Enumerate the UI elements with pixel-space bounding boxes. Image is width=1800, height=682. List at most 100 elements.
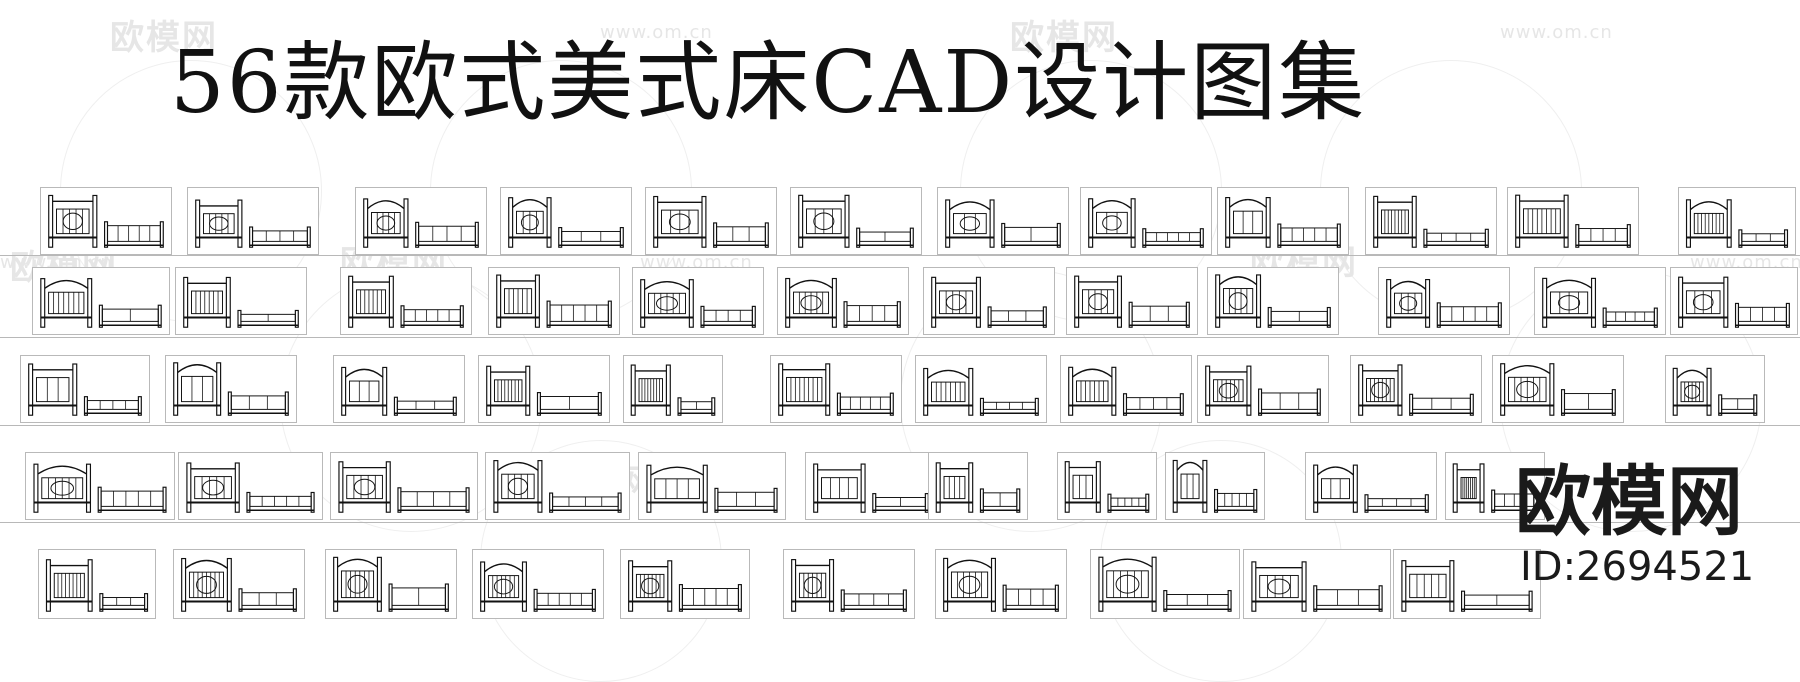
bed-cad-drawing: [1251, 561, 1383, 612]
bed-drawing-thumbnail[interactable]: [178, 452, 323, 520]
bed-cad-drawing: [45, 559, 149, 612]
bed-cad-drawing: [341, 366, 457, 416]
bed-cad-drawing: [943, 557, 1059, 612]
bed-cad-drawing: [945, 199, 1061, 248]
bed-drawing-thumbnail[interactable]: [1492, 355, 1624, 423]
bed-cad-drawing: [338, 461, 470, 513]
bed-drawing-thumbnail[interactable]: [1207, 267, 1339, 335]
bed-drawing-thumbnail[interactable]: [472, 549, 604, 619]
bed-cad-drawing: [480, 561, 596, 612]
bed-cad-drawing: [186, 462, 315, 513]
bed-cad-drawing: [1678, 276, 1790, 328]
bed-drawing-thumbnail[interactable]: [1445, 452, 1545, 520]
bed-drawing-thumbnail[interactable]: [1197, 355, 1329, 423]
bed-cad-drawing: [1685, 199, 1789, 248]
bed-drawing-thumbnail[interactable]: [632, 267, 764, 335]
watermark-url: www.om.cn: [600, 22, 713, 43]
bed-drawing-thumbnail[interactable]: [1365, 187, 1497, 255]
bed-drawing-thumbnail[interactable]: [32, 267, 170, 335]
bed-drawing-thumbnail[interactable]: [805, 452, 937, 520]
bed-drawing-thumbnail[interactable]: [325, 549, 457, 619]
bed-cad-drawing: [931, 276, 1047, 328]
bed-cad-drawing: [1064, 461, 1150, 513]
bed-drawing-thumbnail[interactable]: [1080, 187, 1212, 255]
bed-drawing-thumbnail[interactable]: [915, 355, 1047, 423]
bed-drawing-thumbnail[interactable]: [355, 187, 487, 255]
bed-cad-drawing: [1373, 195, 1489, 248]
bed-drawing-thumbnail[interactable]: [500, 187, 632, 255]
bed-drawing-thumbnail[interactable]: [1165, 452, 1265, 520]
bed-cad-drawing: [923, 367, 1039, 416]
bed-cad-drawing: [508, 197, 624, 248]
bed-drawing-thumbnail[interactable]: [187, 187, 319, 255]
bed-cad-drawing: [363, 198, 479, 248]
bed-drawing-thumbnail[interactable]: [478, 355, 610, 423]
bed-drawing-thumbnail[interactable]: [1060, 355, 1192, 423]
bed-drawing-thumbnail[interactable]: [485, 452, 630, 520]
bed-drawing-thumbnail[interactable]: [1378, 267, 1510, 335]
bed-drawing-thumbnail[interactable]: [928, 452, 1028, 520]
bed-drawing-thumbnail[interactable]: [20, 355, 150, 423]
bed-cad-drawing: [1386, 278, 1502, 328]
bed-cad-drawing: [28, 363, 142, 416]
bed-cad-drawing: [1068, 366, 1184, 416]
bed-drawing-thumbnail[interactable]: [1678, 187, 1796, 255]
bed-drawing-thumbnail[interactable]: [1217, 187, 1349, 255]
row-divider: [0, 255, 1800, 256]
bed-cad-drawing: [1074, 275, 1190, 328]
bed-drawing-thumbnail[interactable]: [1670, 267, 1798, 335]
bed-cad-drawing: [1225, 197, 1341, 248]
bed-cad-drawing: [1452, 463, 1538, 513]
bed-drawing-thumbnail[interactable]: [1066, 267, 1198, 335]
watermark-logo: 欧模网: [1010, 18, 1118, 58]
bed-drawing-thumbnail[interactable]: [25, 452, 175, 520]
watermark-url: www.om.cn: [1500, 22, 1613, 43]
bed-drawing-thumbnail[interactable]: [783, 549, 915, 619]
bed-drawing-thumbnail[interactable]: [173, 549, 305, 619]
bed-drawing-thumbnail[interactable]: [1305, 452, 1437, 520]
bed-cad-drawing: [493, 460, 622, 513]
bed-cad-drawing: [348, 275, 464, 328]
bed-cad-drawing: [1313, 464, 1429, 513]
bed-drawing-thumbnail[interactable]: [175, 267, 307, 335]
bed-drawing-thumbnail[interactable]: [1090, 549, 1240, 619]
bed-cad-drawing: [333, 556, 449, 612]
bed-drawing-thumbnail[interactable]: [777, 267, 909, 335]
bed-cad-drawing: [1098, 556, 1232, 612]
bed-cad-drawing: [813, 463, 929, 513]
bed-drawing-thumbnail[interactable]: [638, 452, 786, 520]
bed-cad-drawing: [1358, 364, 1474, 416]
bed-cad-drawing: [1500, 363, 1616, 416]
bed-cad-drawing: [1172, 459, 1258, 513]
bed-drawing-thumbnail[interactable]: [623, 355, 723, 423]
bed-cad-drawing: [48, 194, 164, 248]
bed-drawing-thumbnail[interactable]: [1350, 355, 1482, 423]
bed-drawing-thumbnail[interactable]: [330, 452, 478, 520]
bed-drawing-thumbnail[interactable]: [333, 355, 465, 423]
bed-drawing-thumbnail[interactable]: [40, 187, 172, 255]
bed-drawing-thumbnail[interactable]: [340, 267, 472, 335]
bed-drawing-thumbnail[interactable]: [645, 187, 777, 255]
bed-drawing-thumbnail[interactable]: [937, 187, 1069, 255]
bed-drawing-thumbnail[interactable]: [1243, 549, 1391, 619]
page-title: 56款欧式美式床CAD设计图集: [170, 33, 1367, 133]
bed-drawing-thumbnail[interactable]: [923, 267, 1055, 335]
bed-drawing-thumbnail[interactable]: [1507, 187, 1639, 255]
bed-cad-drawing: [791, 559, 907, 612]
bed-drawing-thumbnail[interactable]: [790, 187, 922, 255]
bed-drawing-thumbnail[interactable]: [1534, 267, 1666, 335]
bed-drawing-thumbnail[interactable]: [165, 355, 297, 423]
bed-cad-drawing: [496, 274, 612, 328]
bed-drawing-thumbnail[interactable]: [488, 267, 620, 335]
bed-cad-drawing: [1672, 367, 1758, 416]
bed-drawing-thumbnail[interactable]: [770, 355, 902, 423]
bed-drawing-thumbnail[interactable]: [620, 549, 750, 619]
bed-drawing-thumbnail[interactable]: [1057, 452, 1157, 520]
bed-drawing-thumbnail[interactable]: [1665, 355, 1765, 423]
bed-drawing-thumbnail[interactable]: [38, 549, 156, 619]
bed-cad-drawing: [1215, 274, 1331, 328]
bed-drawing-thumbnail[interactable]: [1393, 549, 1541, 619]
bed-drawing-thumbnail[interactable]: [935, 549, 1067, 619]
bed-cad-drawing: [1088, 198, 1204, 248]
bed-cad-drawing: [630, 364, 716, 416]
